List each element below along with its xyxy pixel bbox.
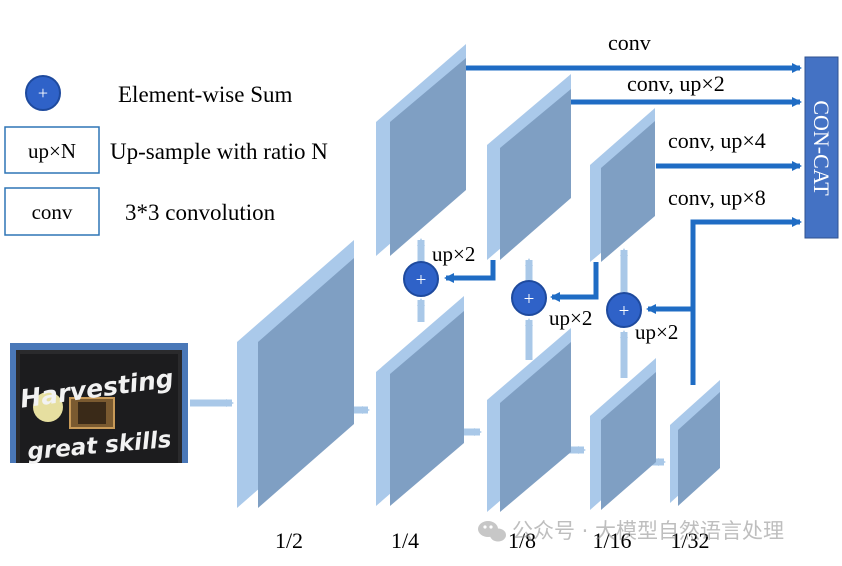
watermark-text: 公众号 · 大模型自然语言处理 <box>512 519 784 543</box>
plate-p5 <box>590 108 655 262</box>
legend-sum-icon <box>25 75 61 111</box>
output-label-conv-up2: conv, up×2 <box>627 71 725 96</box>
scale-label-1-16: 1/16 <box>592 528 631 553</box>
plate-p3 <box>376 44 466 256</box>
plate-c6 <box>670 380 720 506</box>
moon-shape <box>33 392 63 422</box>
scale-label-1-32: 1/32 <box>670 528 709 553</box>
top-down-arrows <box>444 63 802 385</box>
legend: + Element-wise Sum up×N Up-sample with r… <box>4 75 328 236</box>
top-down-labels: up×2 up×2 up×2 <box>432 242 678 344</box>
arrow-p4-to-sum-a <box>444 260 496 283</box>
concat-label: CON-CAT <box>809 100 834 196</box>
legend-upsample-box <box>4 126 100 174</box>
output-label-conv-up8: conv, up×8 <box>668 185 766 210</box>
plate-c2 <box>237 240 354 508</box>
sum-a-symbol: + <box>416 270 427 291</box>
top-down-plates <box>376 44 655 262</box>
upsample-label-a: up×2 <box>432 242 475 266</box>
sum-b-icon <box>511 280 547 316</box>
scale-label-1-2: 1/2 <box>275 528 303 553</box>
arrow-p5-to-sum-b <box>550 262 599 302</box>
watermark: 公众号 · 大模型自然语言处理 <box>478 519 784 543</box>
output-label-conv-up4: conv, up×4 <box>668 128 766 153</box>
legend-conv-box-label: conv <box>32 200 73 224</box>
wechat-icon <box>478 521 506 542</box>
sum-c-icon <box>606 292 642 328</box>
scale-label-1-4: 1/4 <box>391 528 419 553</box>
legend-sum-symbol: + <box>38 83 48 103</box>
plate-c4 <box>487 328 571 512</box>
plate-p4 <box>487 74 571 260</box>
plate-c5 <box>590 358 656 510</box>
legend-conv-label: 3*3 convolution <box>125 200 276 225</box>
sum-b-symbol: + <box>524 289 535 310</box>
upsample-label-c: up×2 <box>635 320 678 344</box>
output-label-conv: conv <box>608 30 651 55</box>
sum-node-a: + <box>403 261 439 297</box>
plate-c3 <box>376 296 464 506</box>
concat-block: CON-CAT <box>804 56 839 239</box>
sum-nodes: + + + <box>403 261 642 328</box>
scale-labels: 1/2 1/4 1/8 1/16 1/32 <box>275 528 710 553</box>
legend-sum-label: Element-wise Sum <box>118 82 292 107</box>
legend-upsample-label: Up-sample with ratio N <box>110 139 328 164</box>
sum-node-c: + <box>606 292 642 328</box>
arrow-c6-to-concat <box>690 217 802 385</box>
output-labels: conv conv, up×2 conv, up×4 conv, up×8 <box>608 30 766 210</box>
sum-c-symbol: + <box>619 301 630 322</box>
sum-node-b: + <box>511 280 547 316</box>
upsample-label-b: up×2 <box>549 306 592 330</box>
legend-upsample-box-label: up×N <box>28 139 76 163</box>
scale-label-1-8: 1/8 <box>508 528 536 553</box>
sum-a-icon <box>403 261 439 297</box>
bottom-up-plates <box>237 240 720 512</box>
legend-conv-box <box>4 187 100 236</box>
input-image: Harvesting great skills <box>10 343 188 465</box>
